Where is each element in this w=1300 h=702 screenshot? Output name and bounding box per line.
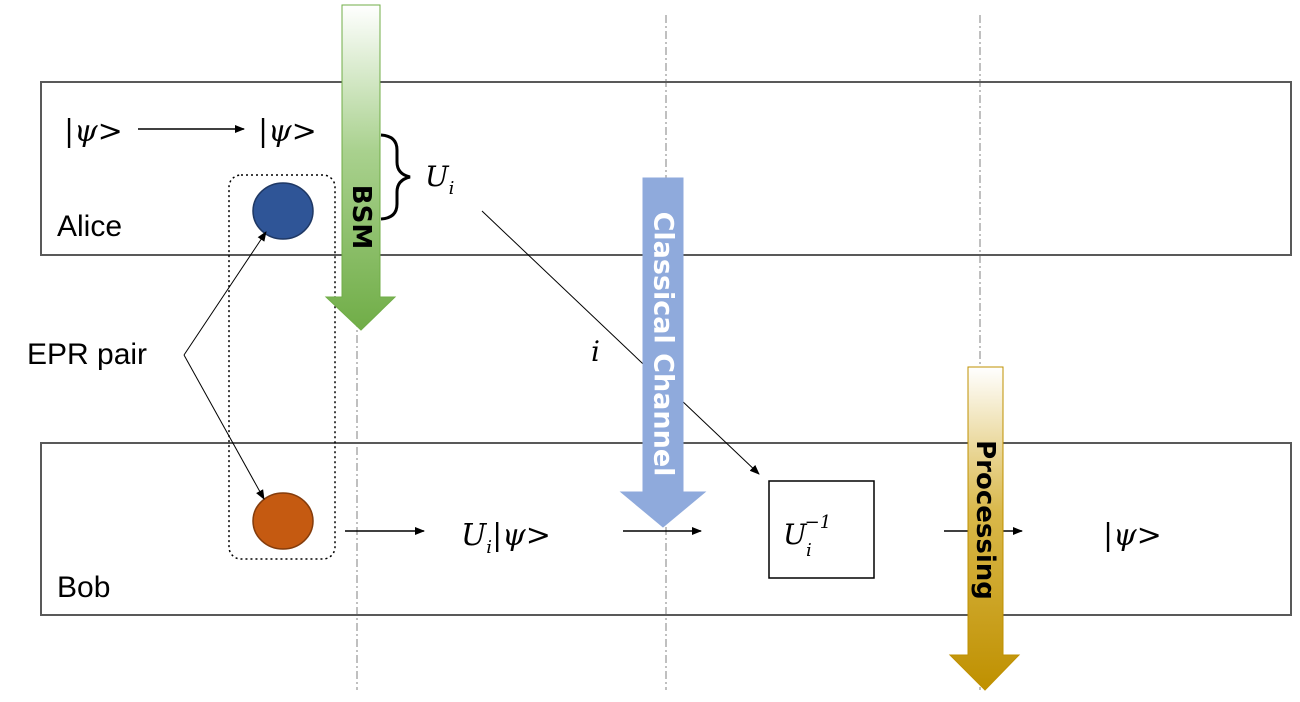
alice-copied-state: |ψ> — [258, 114, 317, 149]
classical-channel-arrow-label: Classical Channel — [648, 212, 679, 477]
bob-qubit — [252, 492, 314, 550]
alice-input-state: |ψ> — [64, 114, 123, 149]
output-state: |ψ> — [1103, 518, 1162, 553]
epr-pair-enclosure — [228, 174, 336, 560]
bsm-brace — [380, 133, 411, 221]
epr-arrow-to-alice — [183, 231, 267, 356]
epr-arrow-to-bob — [183, 354, 265, 500]
processing-arrow: Processing — [948, 366, 1021, 691]
classical-bit-line — [481, 210, 760, 475]
classical-channel-arrow: Classical Channel — [619, 177, 707, 528]
bob-rotated-state: Ui|ψ> — [461, 518, 551, 558]
alice-unitary: Ui — [425, 160, 454, 199]
inverse-unitary-box — [768, 480, 875, 579]
epr-pair-label: EPR pair — [27, 338, 147, 371]
inverse-unitary: U−1 — [783, 512, 831, 551]
classical-bit-label: i — [591, 335, 600, 368]
bsm-arrow-label: BSM — [346, 185, 376, 249]
bsm-arrow: BSM — [324, 4, 397, 331]
alice-lane-label: Alice — [57, 210, 122, 243]
alice-qubit — [252, 182, 314, 240]
bob-lane-label: Bob — [57, 571, 110, 604]
processing-arrow-label: Processing — [970, 440, 1000, 600]
inverse-unitary-sub: i — [806, 540, 812, 561]
